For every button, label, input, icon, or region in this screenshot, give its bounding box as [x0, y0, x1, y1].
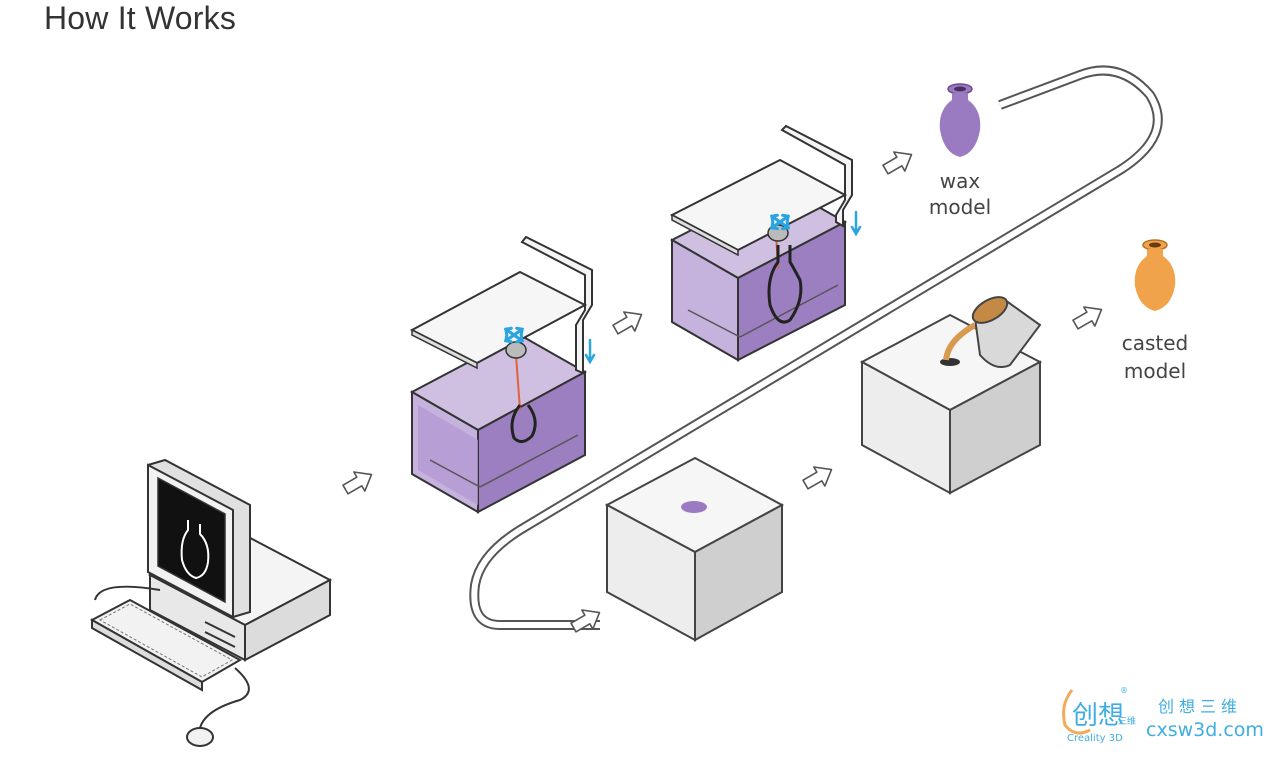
printer-stage-2 [669, 124, 862, 362]
casted-model-label-line1: casted [1122, 331, 1189, 355]
mold-block-1 [604, 456, 785, 642]
vase-icon [939, 83, 981, 157]
crucible-icon [971, 296, 1042, 368]
watermark: 创想 三维 Creality 3D 创想三维 cxsw3d.com ® [1062, 686, 1264, 744]
keyboard-cable [94, 585, 161, 601]
flow-arrow-icon [879, 144, 918, 180]
flow-arrow-icon [609, 304, 648, 340]
vase-icon [1134, 239, 1176, 311]
watermark-slogan-cn: 创想三维 [1158, 697, 1242, 716]
wax-model-label-line2: model [929, 195, 991, 219]
computer-icon [147, 458, 333, 662]
mouse-icon [186, 667, 250, 747]
flow-arrow-icon [1069, 299, 1108, 335]
printer-stage-1 [409, 235, 596, 514]
flow-arrow-icon [339, 464, 378, 500]
watermark-site: cxsw3d.com [1146, 719, 1264, 741]
keyboard-icon [89, 598, 243, 692]
page-title: How It Works [44, 0, 237, 36]
watermark-brand-en: Creality 3D [1067, 733, 1123, 744]
wax-model-label-line1: wax [940, 169, 981, 193]
mold-block-2 [859, 313, 1043, 495]
flow-arrow-icon [799, 459, 838, 495]
registered-mark-icon: ® [1120, 686, 1128, 695]
watermark-brand-cn: 创想 [1072, 701, 1124, 731]
watermark-small-cn: 三维 [1118, 715, 1136, 727]
casted-model-label-line2: model [1124, 359, 1186, 383]
